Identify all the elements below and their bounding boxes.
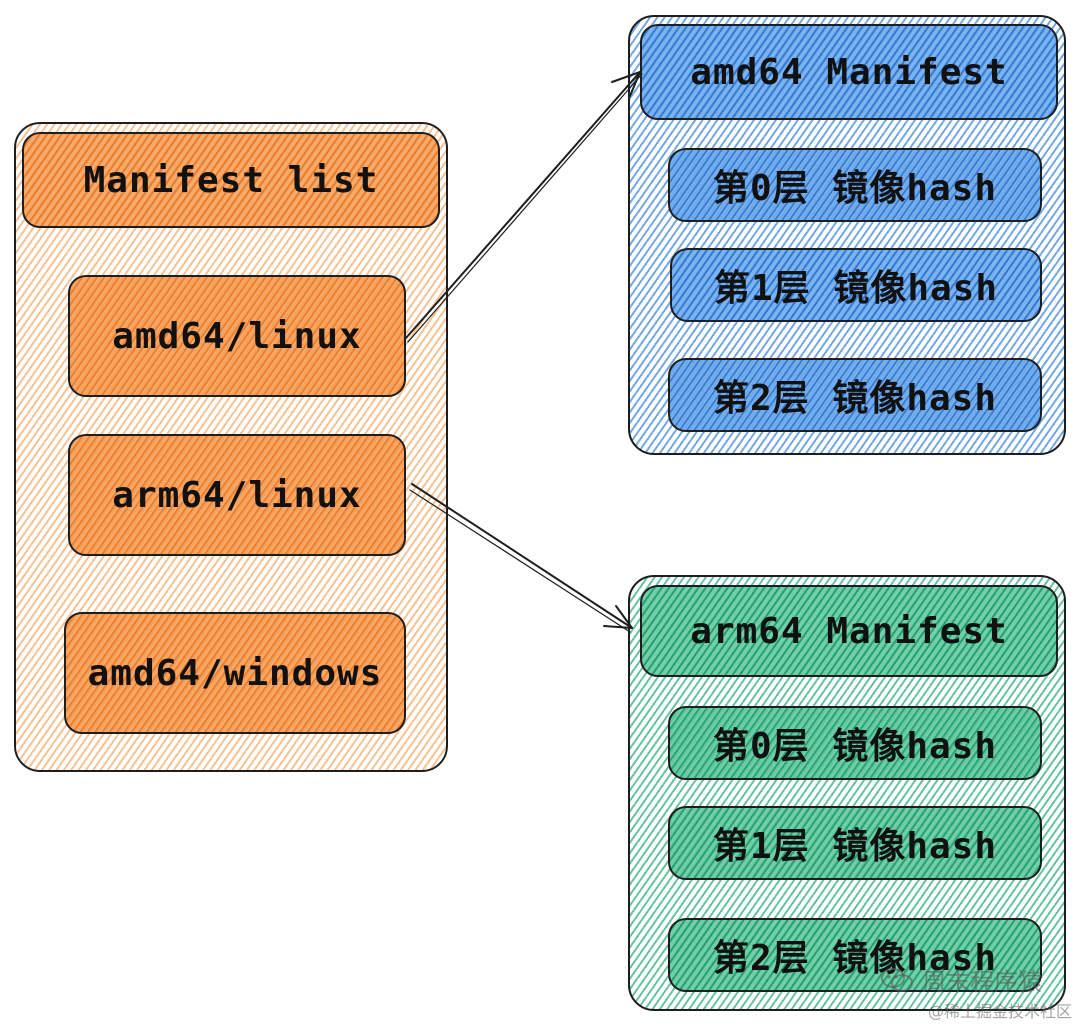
layer-label: 第2层 镜像hash <box>712 938 998 979</box>
amd64-manifest-title: amd64 Manifest <box>690 51 1008 93</box>
layer-label: 第1层 镜像hash <box>712 826 998 867</box>
manifest-list-entry-amd64-linux: amd64/linux <box>68 275 406 397</box>
arm64-layer-1: 第1层 镜像hash <box>668 806 1042 880</box>
entry-label: amd64/windows <box>87 652 383 694</box>
entry-label: arm64/linux <box>112 474 362 516</box>
amd64-layer-1: 第1层 镜像hash <box>670 248 1042 322</box>
watermark-title: 周末程序猿 <box>922 968 1042 996</box>
amd64-manifest-header: amd64 Manifest <box>640 24 1058 120</box>
layer-label: 第2层 镜像hash <box>712 378 998 419</box>
amd64-layer-2: 第2层 镜像hash <box>668 358 1042 432</box>
manifest-list-header: Manifest list <box>22 132 440 228</box>
arm64-manifest-title: arm64 Manifest <box>690 610 1008 652</box>
watermark-subtitle: @稀土掘金技术社区 <box>927 1002 1072 1021</box>
manifest-list-entry-arm64-linux: arm64/linux <box>68 434 406 556</box>
arm64-layer-0: 第0层 镜像hash <box>668 706 1042 780</box>
manifest-list-title: Manifest list <box>83 159 379 201</box>
arm64-manifest-header: arm64 Manifest <box>640 585 1058 677</box>
arm64-layer-2: 第2层 镜像hash <box>668 918 1042 992</box>
layer-label: 第1层 镜像hash <box>713 268 999 309</box>
layer-label: 第0层 镜像hash <box>712 726 998 767</box>
entry-label: amd64/linux <box>112 315 362 357</box>
layer-label: 第0层 镜像hash <box>712 168 998 209</box>
amd64-layer-0: 第0层 镜像hash <box>668 148 1042 222</box>
watermark: 周末程序猿 <box>880 962 1042 997</box>
manifest-list-entry-amd64-windows: amd64/windows <box>64 612 406 734</box>
wechat-icon <box>881 967 913 992</box>
